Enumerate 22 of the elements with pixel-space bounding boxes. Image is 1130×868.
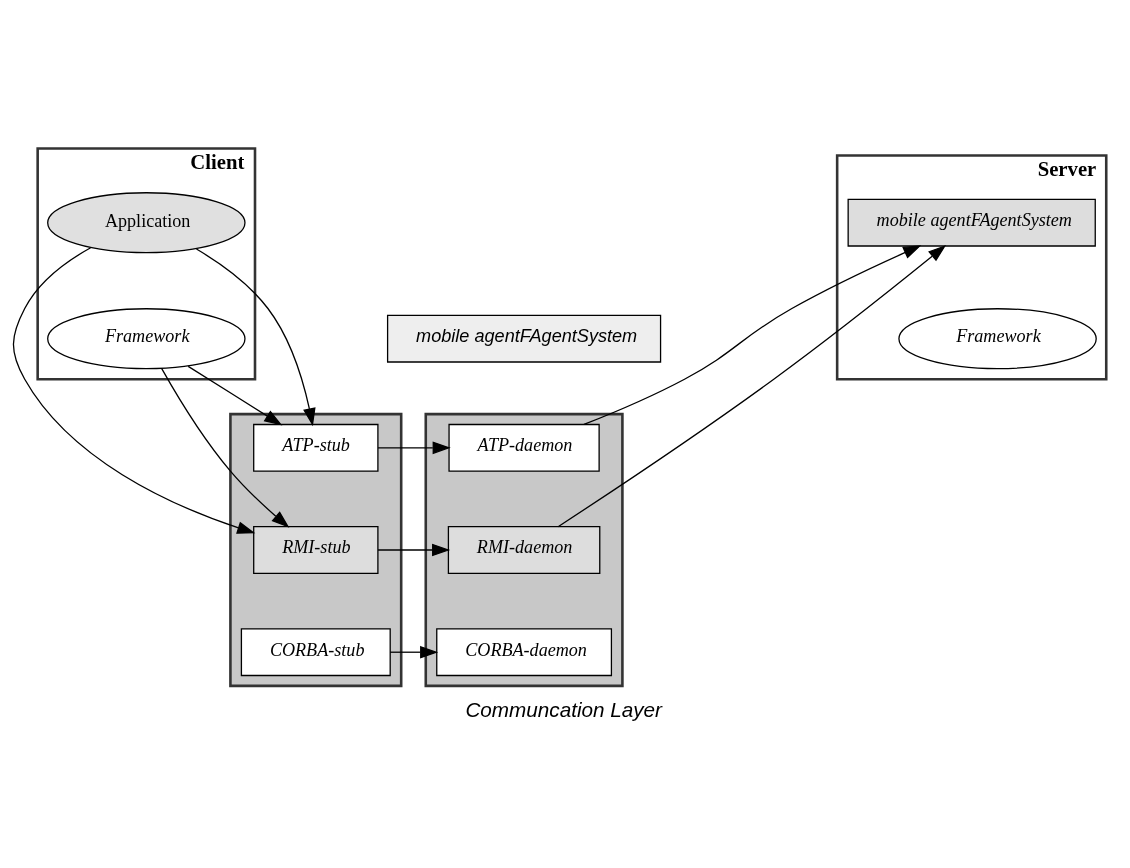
arrow: [389, 645, 439, 659]
node-box: mobile agentFAgentSystem: [386, 314, 662, 363]
node-box: RMI-daemon: [447, 526, 601, 574]
arrow: [557, 244, 947, 528]
node-box: mobile agentFAgentSystem: [847, 198, 1096, 247]
node-ellipse: Framework: [898, 308, 1097, 370]
node-box: CORBA-daemon: [436, 628, 613, 677]
node-ellipse: Application: [47, 192, 246, 254]
arrow: [377, 441, 451, 455]
caption: Communcation Layer: [465, 697, 663, 721]
node-box: ATP-stub: [253, 423, 379, 472]
node-box: RMI-stub: [253, 526, 379, 574]
arrow: [377, 543, 451, 557]
node-box: ATP-daemon: [448, 423, 600, 472]
node-ellipse: Framework: [47, 308, 246, 370]
arrow: [195, 248, 316, 427]
node-box: CORBA-stub: [240, 628, 391, 677]
arrow: [187, 365, 283, 426]
arrow: [583, 245, 922, 426]
cluster: [424, 412, 624, 688]
arrow: [12, 247, 256, 534]
arrow: [161, 367, 290, 528]
